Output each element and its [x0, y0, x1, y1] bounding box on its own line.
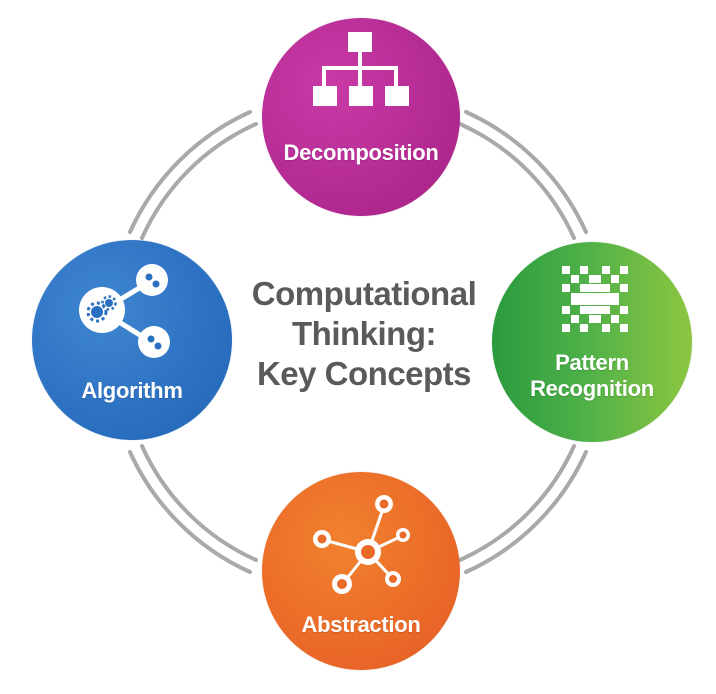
pattern-label-line1: Pattern	[555, 350, 629, 375]
abstraction-node: Abstraction	[262, 472, 460, 670]
pattern-label-line2: Recognition	[530, 376, 654, 401]
diagram-title: Computational Thinking: Key Concepts	[232, 274, 496, 394]
abstraction-label: Abstraction	[301, 612, 421, 637]
network-nodes-icon	[313, 495, 410, 594]
title-line2: Thinking:	[292, 315, 436, 352]
hierarchy-icon	[313, 32, 409, 106]
algorithm-node: Algorithm	[32, 240, 232, 440]
title-line1: Computational	[251, 275, 477, 312]
pattern-recognition-node: Pattern Recognition	[492, 242, 692, 442]
connected-gears-icon	[79, 264, 170, 358]
decomposition-label: Decomposition	[283, 140, 439, 165]
algorithm-label: Algorithm	[81, 378, 183, 403]
title-line3: Key Concepts	[256, 355, 472, 392]
pixel-pattern-icon	[562, 266, 628, 332]
decomposition-node: Decomposition	[262, 18, 460, 216]
pattern-recognition-label: Pattern Recognition	[492, 350, 692, 402]
